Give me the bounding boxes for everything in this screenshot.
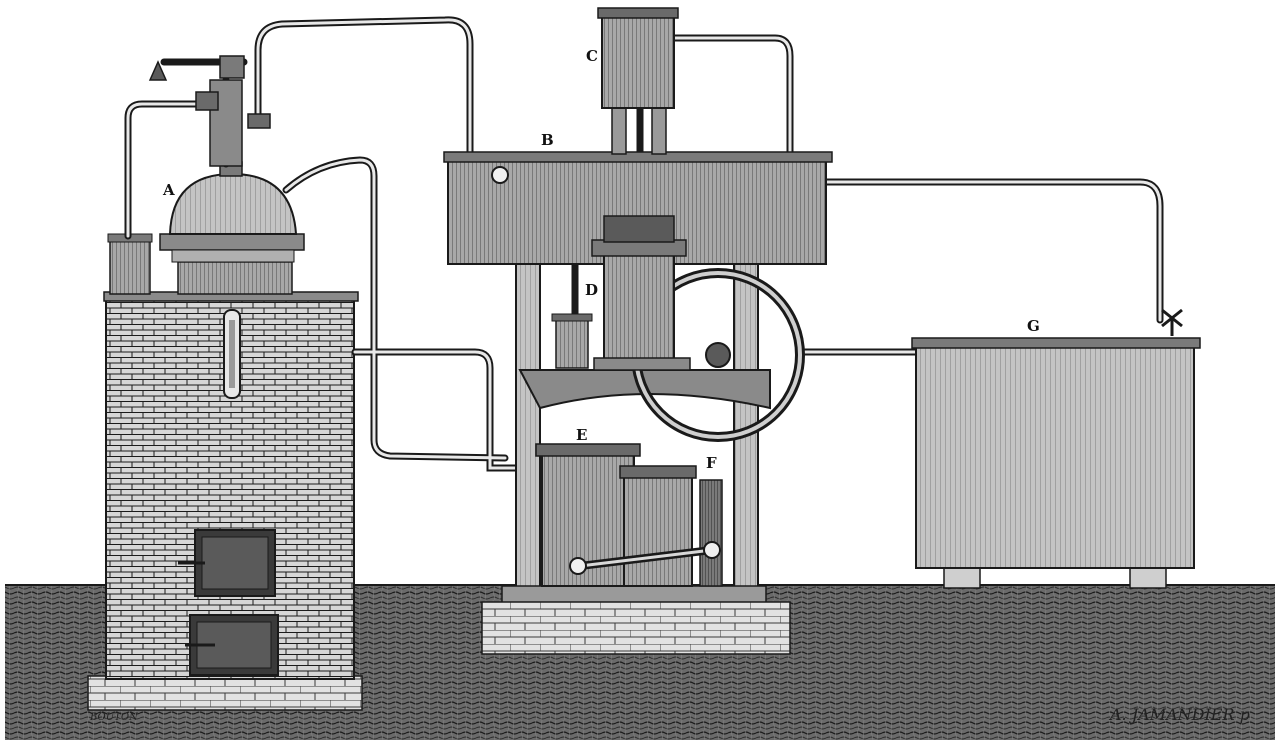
- label-g: G: [1027, 317, 1040, 335]
- label-e: E: [576, 426, 588, 444]
- label-a: A: [163, 181, 175, 199]
- label-f: F: [706, 454, 717, 472]
- label-d: D: [585, 281, 599, 299]
- dome-valve: [148, 55, 271, 167]
- engraver-signature-right: A. JAMANDIER p: [1110, 705, 1250, 724]
- engraver-signature-left: BOUTON: [90, 712, 138, 723]
- cylinder-d: [551, 215, 691, 371]
- vessel-c: [597, 7, 679, 155]
- tank-b: [443, 151, 833, 265]
- label-b: B: [541, 131, 554, 149]
- boiler-furnace-a: [87, 161, 363, 711]
- tank-g: [911, 308, 1201, 589]
- label-c: C: [586, 47, 598, 65]
- cylinders-e-f: [535, 443, 723, 587]
